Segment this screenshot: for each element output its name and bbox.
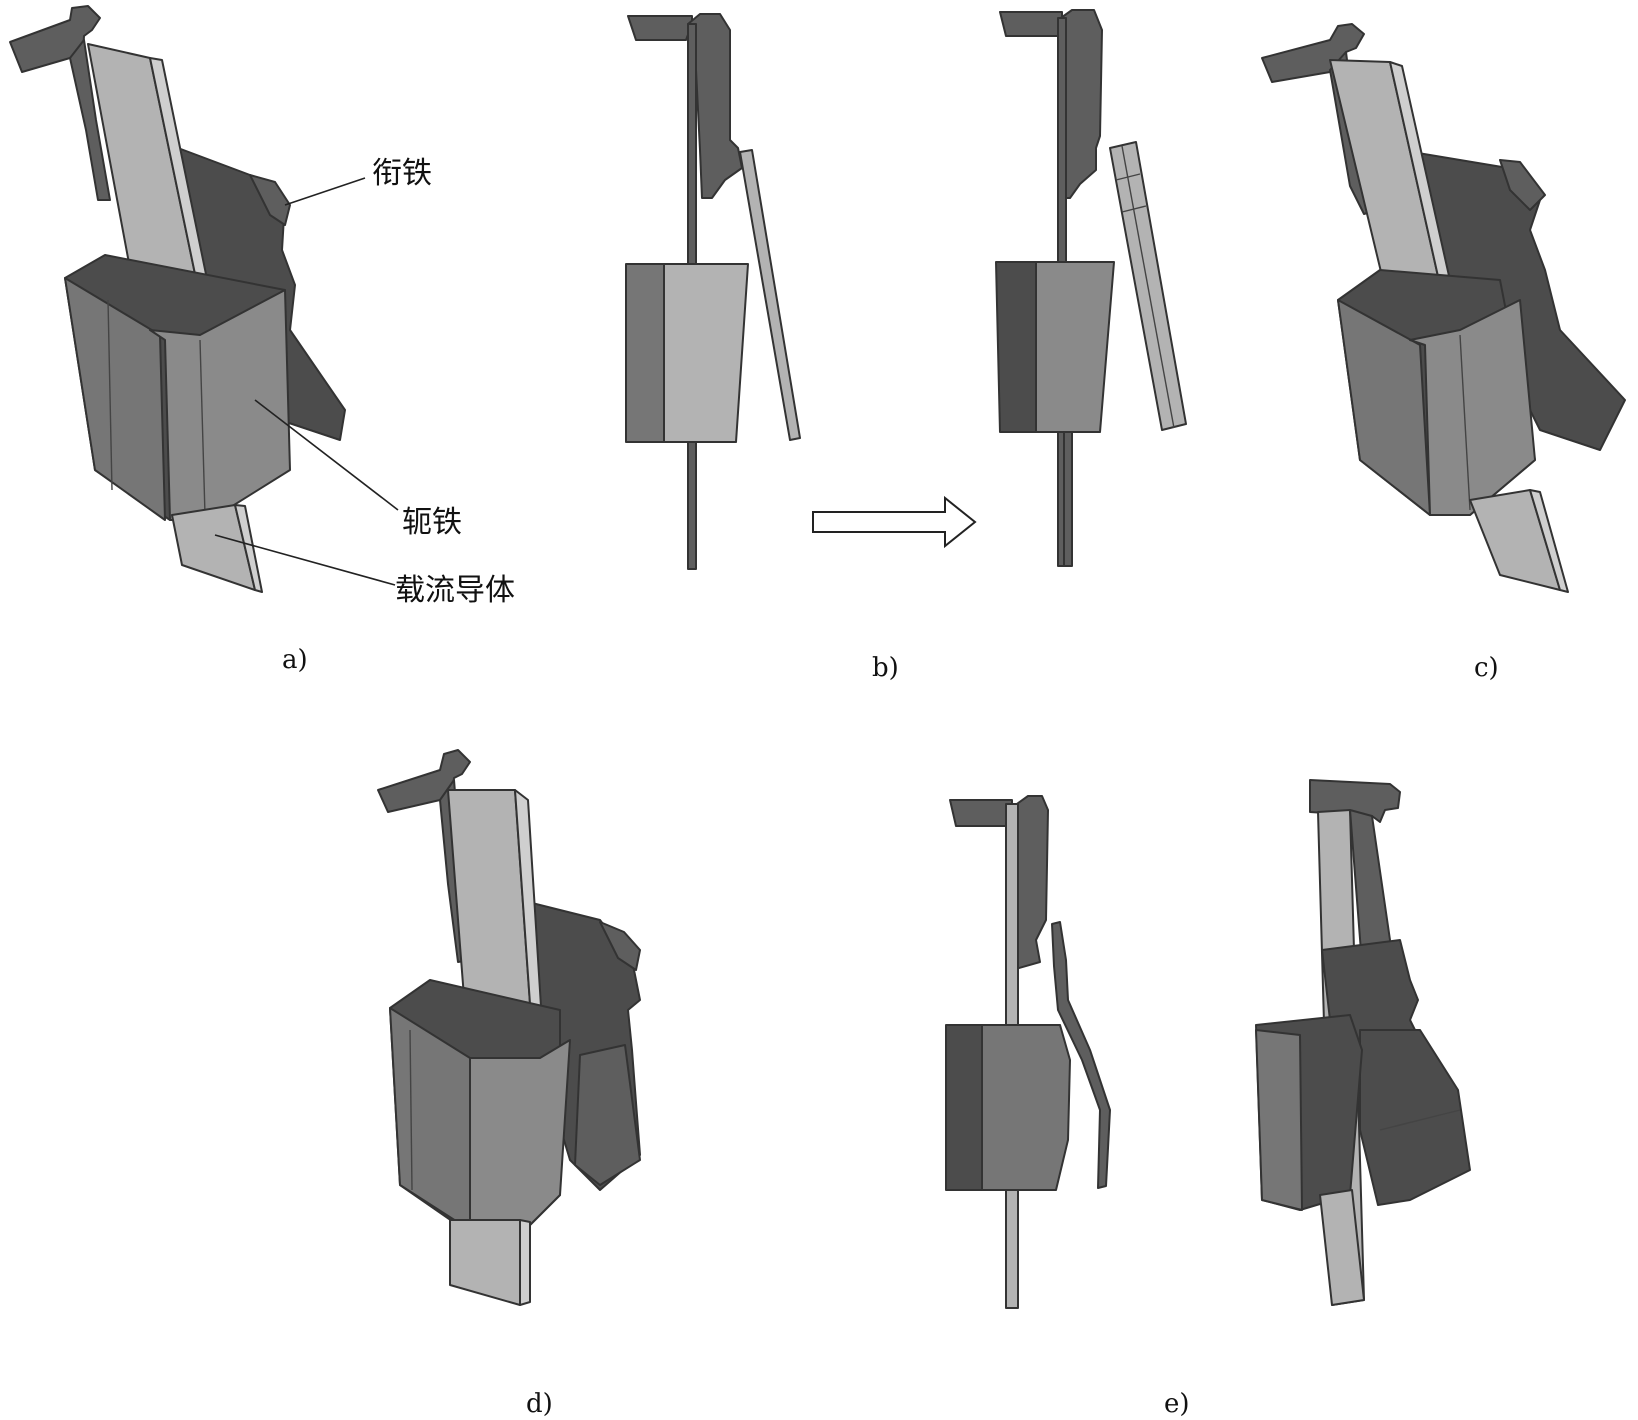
caption-e: e) [1164,1389,1190,1419]
callout-armature: 衔铁 [284,156,432,206]
panel-c-model [1261,23,1626,593]
callout-conductor: 载流导体 [214,534,515,608]
panel-a-model [9,5,346,593]
label-yoke: 轭铁 [402,505,462,540]
panel-b-after [995,9,1187,567]
caption-a: a) [282,645,308,675]
caption-b: b) [872,653,899,683]
panel-d-model [377,749,641,1306]
panel-e-3d-view [1255,779,1471,1306]
panel-e-side-view [945,795,1111,1309]
callout-yoke: 轭铁 [254,399,462,540]
caption-d: d) [526,1389,553,1419]
label-armature: 衔铁 [372,156,432,191]
transition-arrow [812,495,977,549]
panel-b-before [625,13,801,570]
label-conductor: 载流导体 [395,573,515,608]
caption-c: c) [1474,653,1499,683]
